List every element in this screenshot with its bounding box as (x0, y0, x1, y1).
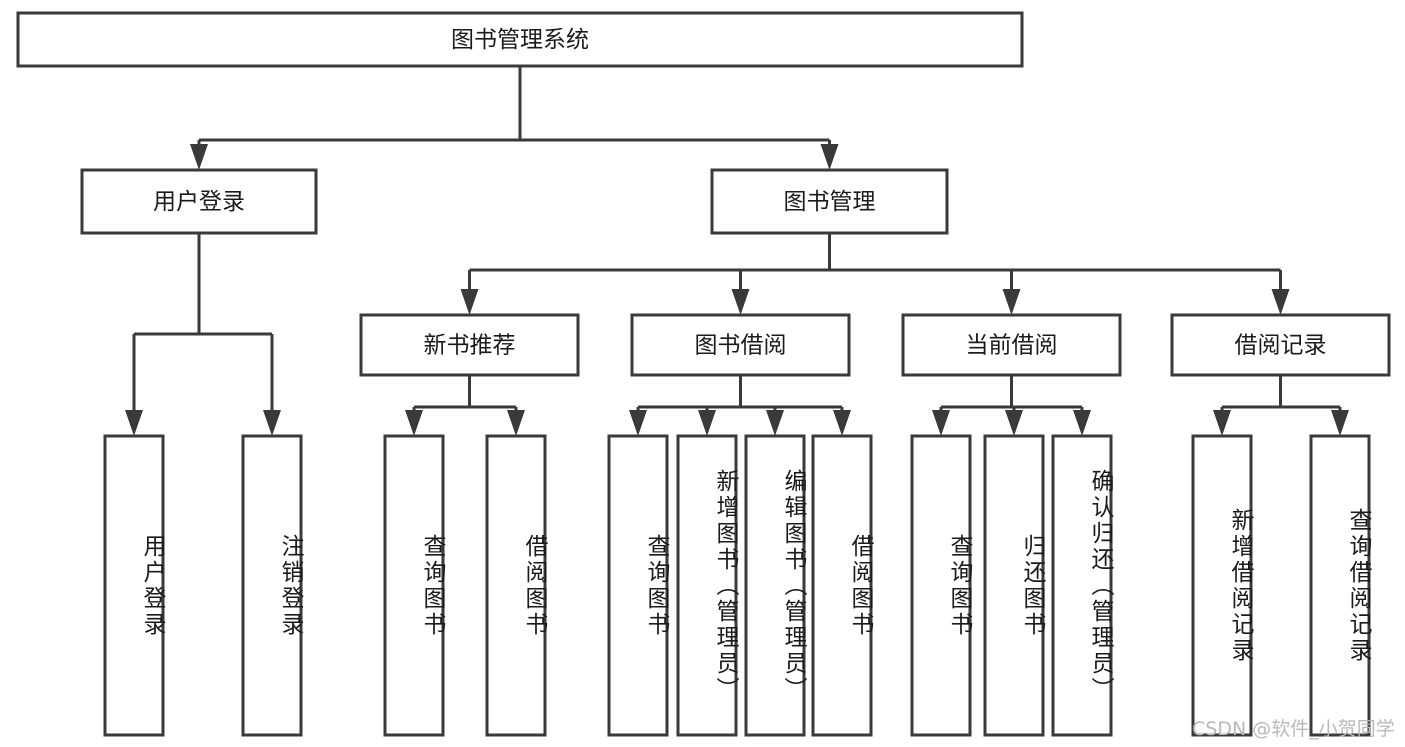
node-box-leaf-logout-login[interactable] (241, 434, 303, 737)
arrow-head-icon (1073, 410, 1091, 436)
node-box-leaf-query-borrow-record[interactable] (1309, 434, 1371, 737)
node-label-root: 图书管理系统 (451, 27, 589, 53)
node-box-root[interactable] (16, 11, 1024, 68)
arrow-head-icon (460, 289, 479, 315)
node-label-current-borrow: 当前借阅 (966, 333, 1058, 359)
node-box-layer (16, 11, 1391, 737)
arrow-head-icon (125, 410, 143, 436)
arrow-head-icon (1331, 410, 1349, 436)
node-label-borrow-record: 借阅记录 (1235, 333, 1327, 359)
node-box-leaf-return-book[interactable] (983, 434, 1045, 737)
node-box-leaf-borrow-book-rec[interactable] (485, 434, 547, 737)
node-box-current-borrow[interactable] (901, 313, 1122, 377)
arrow-head-icon (190, 144, 208, 170)
node-box-leaf-edit-book-admin[interactable] (744, 434, 806, 737)
arrow-head-icon (833, 410, 851, 436)
node-box-leaf-confirm-return-admin[interactable] (1051, 434, 1113, 737)
node-box-book-borrow[interactable] (630, 313, 851, 377)
arrow-head-icon (820, 144, 839, 170)
arrow-head-icon (932, 410, 950, 436)
node-box-new-book-rec[interactable] (359, 313, 580, 377)
arrow-head-icon (1213, 410, 1231, 436)
node-box-leaf-add-book-admin[interactable] (676, 434, 738, 737)
arrow-head-icon (1005, 410, 1023, 436)
node-box-book-manage[interactable] (710, 168, 949, 235)
node-label-book-borrow: 图书借阅 (695, 333, 787, 359)
arrow-head-icon (1271, 289, 1290, 315)
arrow-head-icon (766, 410, 784, 436)
connector-layer (125, 66, 1349, 436)
arrow-head-icon (405, 410, 423, 436)
arrow-head-icon (731, 289, 750, 315)
csdn-watermark: CSDN @软件_小贺同学 (1192, 718, 1395, 740)
node-box-leaf-query-book-current[interactable] (910, 434, 972, 737)
node-label-book-manage: 图书管理 (784, 189, 876, 215)
node-box-leaf-query-book-rec[interactable] (383, 434, 445, 737)
node-box-leaf-user-login[interactable] (103, 434, 165, 737)
node-box-leaf-add-borrow-record[interactable] (1191, 434, 1253, 737)
node-box-leaf-query-book-borrow[interactable] (607, 434, 669, 737)
node-box-user-login[interactable] (80, 168, 318, 235)
node-label-new-book-rec: 新书推荐 (424, 333, 516, 359)
arrow-head-icon (629, 410, 647, 436)
arrow-head-icon (698, 410, 716, 436)
arrow-head-icon (1002, 289, 1021, 315)
node-box-leaf-borrow-book[interactable] (811, 434, 873, 737)
arrow-head-icon (263, 410, 281, 436)
node-label-user-login: 用户登录 (153, 189, 245, 215)
arrow-head-icon (507, 410, 525, 436)
node-box-borrow-record[interactable] (1170, 313, 1391, 377)
